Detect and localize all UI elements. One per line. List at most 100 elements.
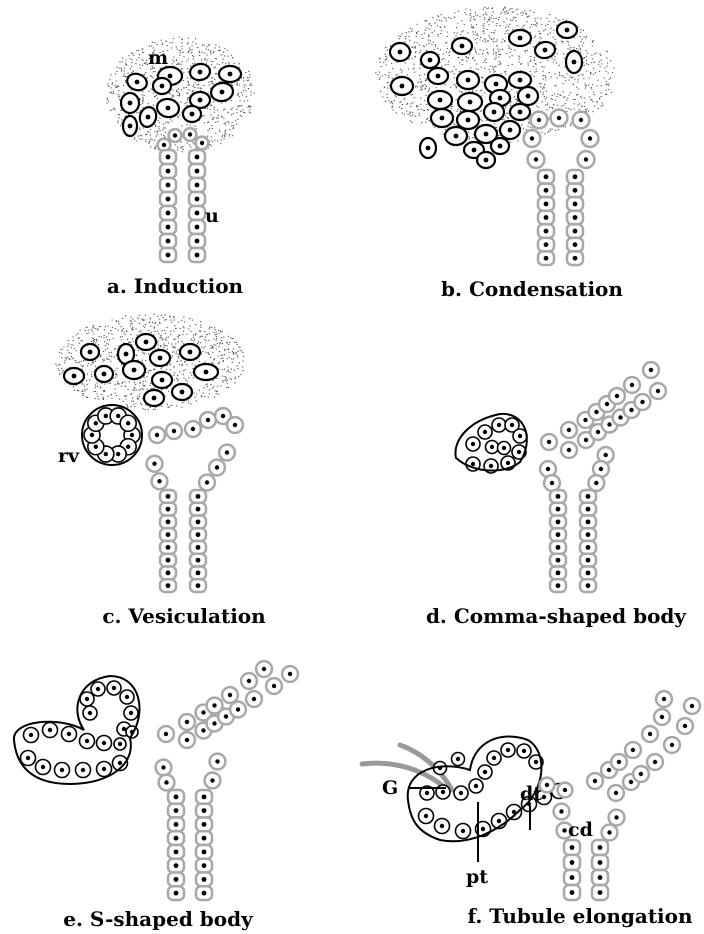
duct-cell	[160, 178, 176, 192]
duct-cell	[567, 211, 583, 225]
duct-cell	[550, 567, 566, 580]
duct-cell	[160, 248, 176, 262]
duct-cell	[538, 197, 554, 211]
mesenchyme-cell	[144, 390, 164, 406]
caption-induction: a. Induction	[107, 274, 244, 298]
duct-cell	[160, 234, 176, 248]
duct-cell	[147, 456, 163, 472]
caption-s-shaped-body: e. S-shaped body	[63, 907, 254, 931]
mesenchyme-cell	[420, 138, 436, 158]
duct-cell	[168, 790, 184, 804]
duct-cell	[189, 178, 205, 192]
duct-cell	[567, 170, 583, 184]
epithelial-cell	[91, 682, 105, 696]
duct-cell	[168, 859, 184, 873]
duct-cell	[592, 855, 608, 870]
duct-cell	[580, 554, 596, 567]
duct-cell	[561, 442, 577, 458]
duct-cell	[241, 673, 257, 689]
epithelial-cell	[55, 763, 70, 778]
duct-cell	[592, 840, 608, 855]
duct-cell	[158, 726, 174, 742]
duct-cell	[156, 760, 172, 776]
duct-cell	[550, 579, 566, 592]
mesenchyme-cell	[95, 366, 113, 382]
mesenchyme-cell	[518, 87, 538, 105]
mesenchyme-cell	[81, 344, 99, 360]
panel-f-tubule-elongation: G dt pt cd f. Tubule elongation	[362, 691, 700, 928]
label-ureteric-bud: u	[205, 205, 219, 227]
epithelial-cell	[97, 736, 112, 751]
duct-cell	[190, 554, 206, 567]
mesenchyme-cell	[210, 81, 235, 103]
duct-cell	[160, 192, 176, 206]
label-renal-vesicle: rv	[58, 445, 80, 467]
duct-cell	[196, 790, 212, 804]
s-shaped-body	[14, 676, 140, 784]
comma-shaped-body	[455, 414, 527, 473]
renal-vesicle	[82, 405, 142, 465]
duct-cell	[538, 224, 554, 238]
mesenchyme-cell	[428, 68, 448, 84]
duct-cell	[246, 691, 262, 707]
duct-cell	[189, 234, 205, 248]
duct-cell	[227, 417, 243, 433]
duct-cell	[196, 831, 212, 845]
epithelial-cell	[97, 762, 112, 777]
duct-cell	[643, 362, 659, 378]
duct-cell	[185, 421, 201, 437]
duct-cell	[580, 541, 596, 554]
epithelial-cell	[517, 744, 531, 758]
duct-cell	[625, 742, 641, 758]
mesenchyme-cells	[64, 334, 218, 406]
duct-cell	[152, 473, 168, 489]
duct-cell	[558, 783, 573, 798]
panel-e-s-shaped-body: e. S-shaped body	[14, 661, 298, 931]
epithelial-cell	[124, 706, 138, 720]
mesenchyme-cell	[428, 91, 452, 109]
epithelial-cell	[498, 442, 511, 455]
mesenchyme-cell	[183, 106, 201, 122]
mesenchyme-cell	[458, 93, 482, 111]
duct-cell	[196, 818, 212, 832]
mesenchyme-cell	[534, 40, 556, 59]
duct-cell	[567, 184, 583, 198]
duct-cell	[168, 831, 184, 845]
duct-cell	[160, 554, 176, 567]
duct-cell	[168, 886, 184, 900]
epithelial-cell	[120, 415, 136, 431]
duct-cell	[564, 855, 580, 870]
mesenchyme-cell	[452, 38, 472, 54]
duct-cell	[196, 886, 212, 900]
mesenchyme-cell	[509, 30, 531, 46]
duct-cell	[567, 251, 583, 265]
epithelial-cell	[419, 809, 434, 824]
mesenchyme-cell	[457, 111, 479, 129]
duct-cell	[554, 804, 570, 820]
duct-cell	[573, 112, 590, 129]
duct-cell	[184, 128, 197, 141]
duct-cell	[567, 197, 583, 211]
duct-cell	[179, 732, 195, 748]
epithelial-cell	[456, 824, 471, 839]
epithelial-cell	[76, 763, 91, 778]
mesenchyme-stipple	[55, 7, 615, 409]
epithelial-cell	[466, 437, 480, 451]
duct-cell	[160, 150, 176, 164]
epithelial-cell	[487, 751, 501, 765]
mesenchyme-cell	[150, 350, 170, 366]
duct-cell	[654, 709, 670, 725]
mesenchyme-cell	[557, 22, 577, 38]
duct-cell	[567, 238, 583, 252]
duct-cell	[160, 516, 176, 529]
duct-cell	[608, 785, 624, 801]
mesenchyme-cell	[152, 372, 172, 388]
duct-cell	[580, 528, 596, 541]
label-mesenchyme: m	[148, 47, 168, 69]
panel-a-induction: m u a. Induction	[107, 47, 244, 298]
duct-cell	[650, 383, 666, 399]
epithelial-cell	[486, 441, 499, 454]
duct-cell	[541, 434, 557, 450]
mesenchyme-cell	[156, 97, 181, 119]
